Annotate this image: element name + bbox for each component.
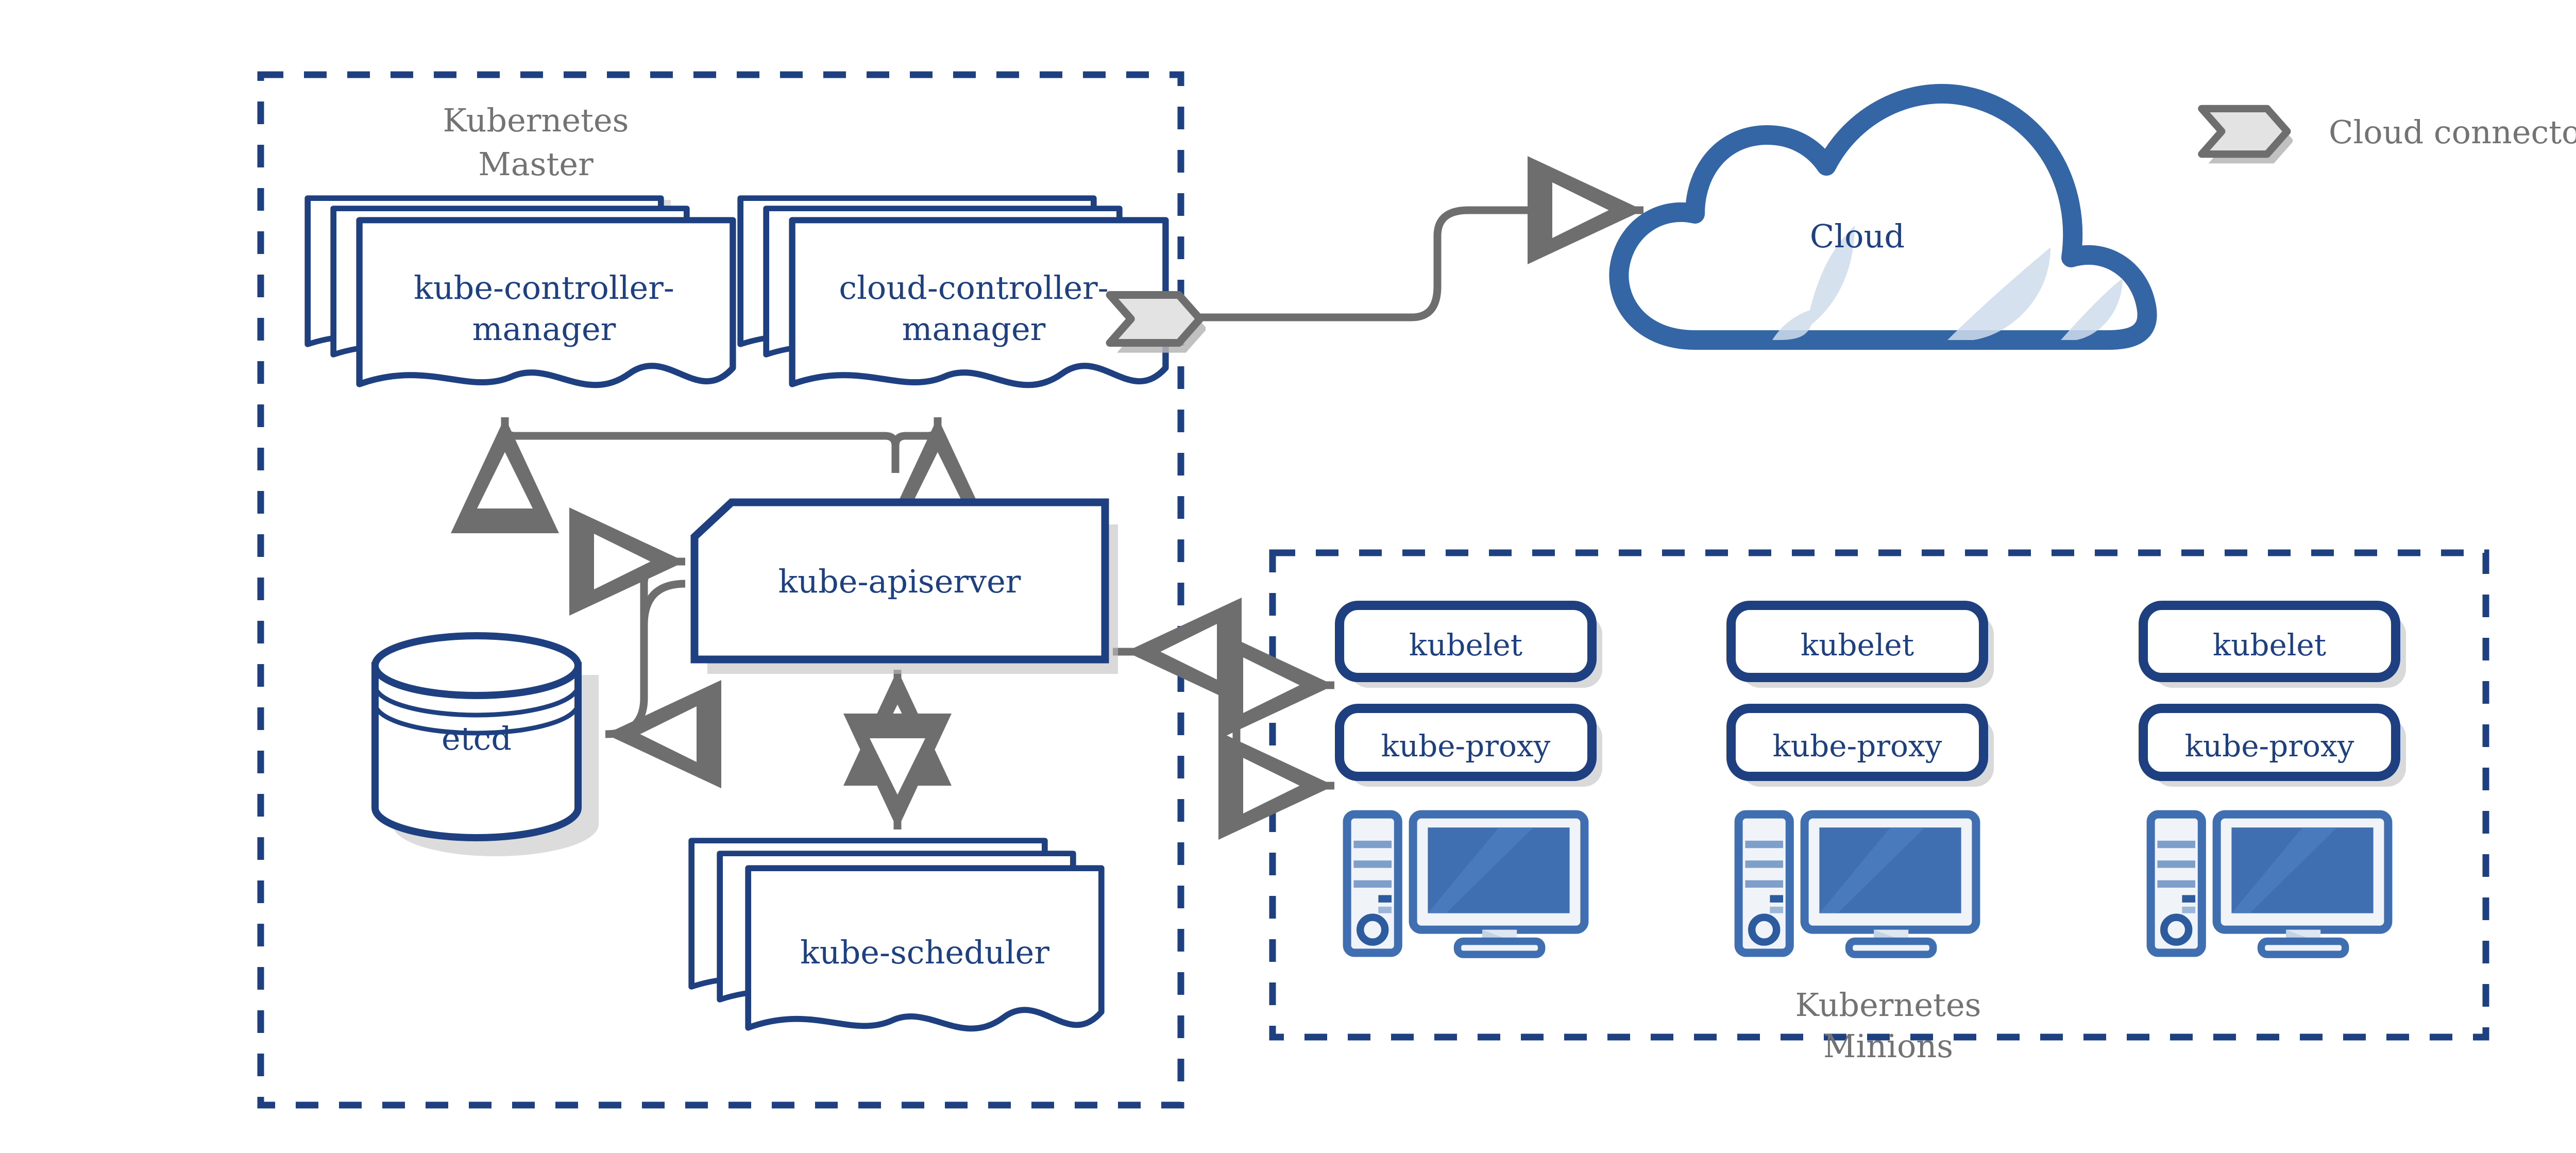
etcd-body	[371, 662, 582, 841]
minions-label-line2: Minions	[1823, 1027, 1953, 1065]
etcd-label: etcd	[442, 720, 512, 757]
kubelet-box-2[interactable]	[1726, 601, 1988, 682]
kube-proxy-box-1[interactable]	[1335, 704, 1597, 781]
minion-node-2[interactable]: kubelet kube-proxy	[1726, 601, 1994, 955]
arrow-cloud-controller-manager-to-cloud	[1180, 156, 1643, 321]
kube-controller-manager-label-line1: kube-controller-	[414, 269, 674, 307]
kube-apiserver-node[interactable]: kube-apiserver	[690, 498, 1118, 674]
cloud-connector-icon-inline	[1110, 295, 1207, 353]
cloud-accents	[1772, 226, 2123, 340]
legend: Cloud connector	[2201, 109, 2576, 163]
etcd-node[interactable]: etcd	[371, 632, 599, 856]
cloud-controller-manager-label-line2: manager	[902, 310, 1046, 348]
kube-proxy-label-1: kube-proxy	[1381, 728, 1551, 764]
kubelet-box-1[interactable]	[1335, 601, 1597, 682]
kubelet-label-3: kubelet	[2213, 628, 2326, 663]
kubelet-box-3[interactable]	[2139, 601, 2400, 682]
kubernetes-minions-group: Kubernetes Minions	[1269, 549, 2489, 1065]
connector-lines	[451, 156, 1643, 840]
arrow-apiserver-to-kube-proxy	[1113, 648, 1334, 840]
cloud-shape	[1609, 83, 2157, 350]
cloud-connector-icon	[2201, 109, 2294, 163]
cloud-label: Cloud	[1810, 217, 1905, 255]
kube-proxy-box-3[interactable]	[2139, 704, 2400, 781]
kube-proxy-label-2: kube-proxy	[1773, 728, 1942, 764]
kube-apiserver-shape	[690, 498, 1109, 664]
kube-scheduler-label: kube-scheduler	[800, 934, 1049, 971]
arrow-apiserver-to-kube-controller-manager	[451, 417, 900, 533]
etcd-rim-line-2	[372, 703, 581, 736]
minions-dashed-border	[1269, 549, 2489, 1041]
master-label-line2: Master	[478, 145, 594, 183]
master-label-line1: Kubernetes	[443, 101, 629, 139]
computer-icon-1	[1347, 815, 1585, 955]
etcd-rim-line-1	[372, 685, 581, 718]
etcd-top-rim	[371, 632, 582, 699]
kubelet-label-1: kubelet	[1409, 628, 1522, 663]
arrow-etcd-to-apiserver	[569, 507, 685, 625]
kube-scheduler-node[interactable]: kube-scheduler	[691, 841, 1101, 1029]
arrow-apiserver-to-cloud-controller-manager	[884, 417, 992, 533]
cloud-controller-manager-label-line1: cloud-controller-	[839, 269, 1108, 307]
minion-node-3[interactable]: kubelet kube-proxy	[2139, 601, 2406, 955]
cloud-controller-manager-node[interactable]: cloud-controller- manager	[740, 198, 1207, 385]
kubelet-label-2: kubelet	[1801, 628, 1914, 663]
computer-icon-2	[1739, 815, 1976, 955]
minion-node-1[interactable]: kubelet kube-proxy	[1335, 601, 1602, 955]
kube-proxy-label-3: kube-proxy	[2185, 728, 2354, 764]
cloud-node[interactable]: Cloud	[1609, 83, 2157, 350]
master-dashed-border	[257, 71, 1184, 1109]
kubernetes-master-group: Kubernetes Master	[257, 71, 1184, 1109]
legend-label: Cloud connector	[2329, 113, 2576, 151]
kube-apiserver-label: kube-apiserver	[778, 563, 1021, 600]
minions-label-line1: Kubernetes	[1795, 986, 1981, 1024]
computer-icon-3	[2151, 815, 2388, 955]
kube-proxy-box-2[interactable]	[1726, 704, 1988, 781]
kube-controller-manager-label-line2: manager	[472, 310, 616, 348]
kube-controller-manager-node[interactable]: kube-controller- manager	[308, 198, 733, 385]
